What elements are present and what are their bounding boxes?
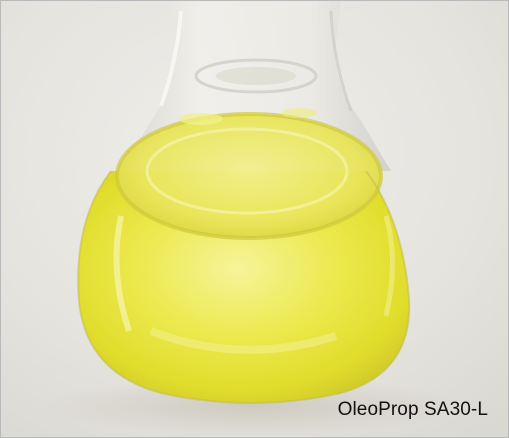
sample-label: OleoProp SA30-L [337,399,488,420]
